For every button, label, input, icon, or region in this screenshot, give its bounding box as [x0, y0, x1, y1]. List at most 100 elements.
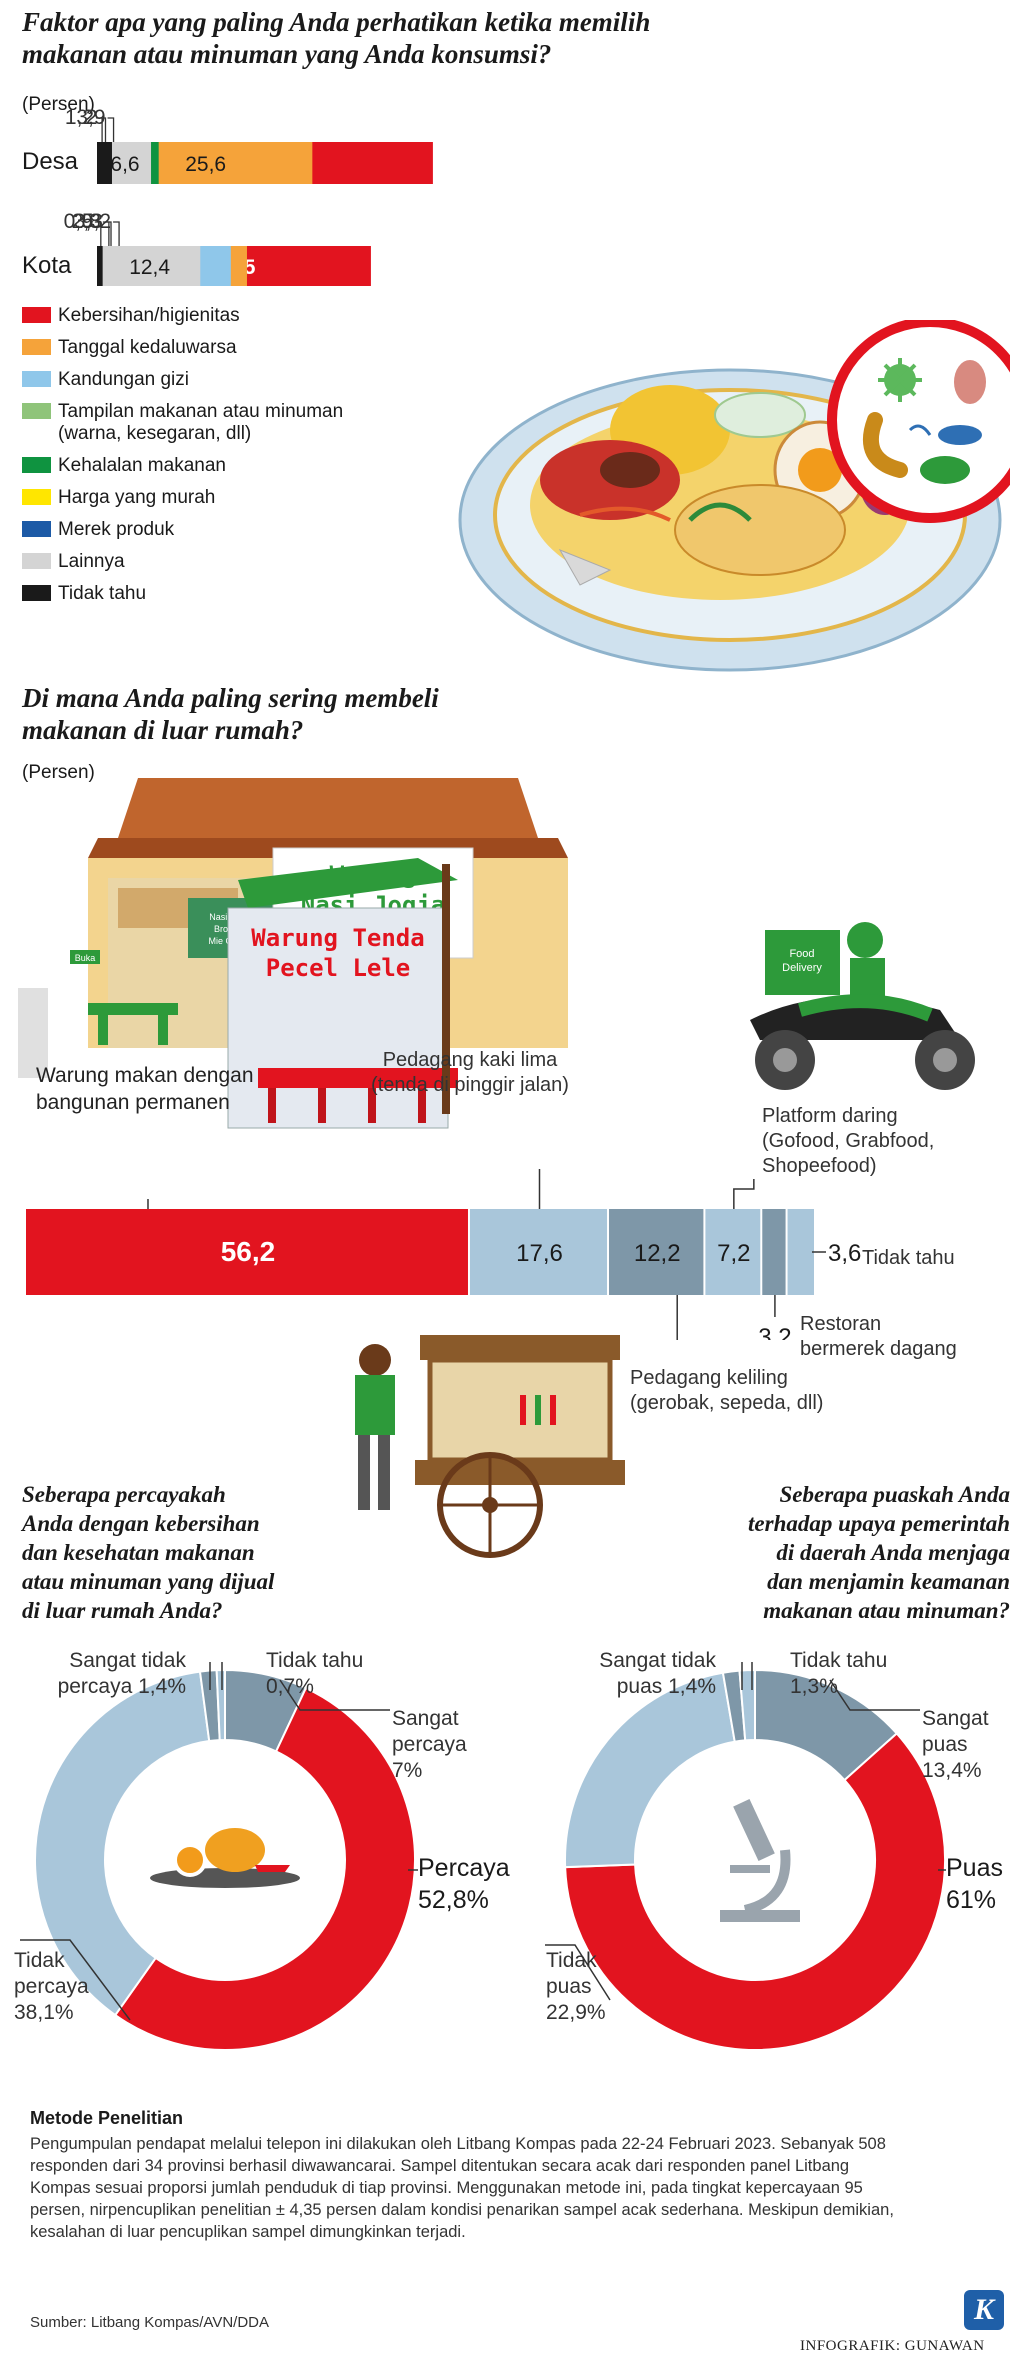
- method-line4: persen, nirpencuplikan penelitian ± 4,35…: [30, 2201, 894, 2219]
- trust-label-main: Percaya 52,8%: [418, 1852, 510, 1916]
- legend-swatch-5: [22, 489, 51, 505]
- place-bar-4: [762, 1209, 786, 1295]
- sat-label-tidak-line1: Tidak: [546, 1949, 597, 1972]
- place-bar-0: [26, 1209, 468, 1295]
- place-bar-label-0: 56,2: [221, 1236, 276, 1267]
- infographic-credit: INFOGRAFIK: GUNAWAN: [800, 2338, 985, 2354]
- place-bar-5: [787, 1209, 814, 1295]
- sat-label-tidak-line2: puas: [546, 1975, 592, 1998]
- trust-title-line5: di luar rumah Anda?: [22, 1598, 223, 1623]
- sat-label-tidak: Tidak puas 22,9%: [546, 1948, 606, 2026]
- method-line5: kesalahan di luar pencuplikan sampel dim…: [30, 2223, 466, 2241]
- sat-label-main-line1: Puas: [946, 1854, 1003, 1882]
- legend-swatch-8: [22, 585, 51, 601]
- legend-label-4: Kehalalan makanan: [58, 455, 226, 476]
- places-title-line1: Di mana Anda paling sering membeli: [22, 683, 439, 713]
- donut-leader-7: [829, 1679, 920, 1711]
- satisfaction-slice-4: [738, 1668, 756, 1742]
- legend-label-8: Tidak tahu: [58, 583, 147, 604]
- annot-restoran-line1: Restoran: [800, 1313, 882, 1335]
- legend-swatch-6: [22, 521, 51, 537]
- satisfaction-title-line3: di daerah Anda menjaga: [776, 1540, 1010, 1565]
- row-label-kota: Kota: [22, 252, 72, 279]
- sat-label-main: Puas 61%: [946, 1852, 1003, 1916]
- delivery-box-line2: Delivery: [782, 962, 822, 974]
- trust-label-sangat-line1: Sangat: [392, 1707, 459, 1730]
- legend-swatch-7: [22, 553, 51, 569]
- legend-label-6: Merek produk: [58, 519, 175, 540]
- annot-keliling: Pedagang keliling (gerobak, sepeda, dll): [630, 1366, 823, 1416]
- satisfaction-title: Seberapa puaskah Anda terhadap upaya pem…: [560, 1480, 1010, 1625]
- bar-kota-7: [97, 246, 201, 286]
- delivery-box-line1: Food: [789, 948, 814, 960]
- annot-daring: Platform daring (Gofood, Grabfood, Shope…: [762, 1104, 934, 1179]
- place-bar-1: [469, 1209, 608, 1295]
- source-text: Sumber: Litbang Kompas/AVN/DDA: [30, 2314, 269, 2331]
- trust-label-sangat-line3: 7%: [392, 1759, 423, 1782]
- tenda-sign-line1: Warung Tenda: [251, 924, 424, 952]
- trust-label-tidak-tahu: Tidak tahu 0,7%: [266, 1648, 363, 1700]
- leader-kota-5: [105, 221, 112, 246]
- trust-label-sangat-tidak: Sangat tidak percaya 1,4%: [56, 1648, 186, 1700]
- factors-title-line1: Faktor apa yang paling Anda perhatikan k…: [22, 7, 651, 37]
- kompas-logo: K: [964, 2290, 1004, 2330]
- satisfaction-slice-1: [564, 1732, 946, 2051]
- place-bar-3: [705, 1209, 761, 1295]
- donut-leader-4: [20, 1939, 131, 2021]
- annot-daring-line1: Platform daring: [762, 1105, 898, 1127]
- trust-title-line2: Anda dengan kebersihan: [22, 1511, 260, 1536]
- leader-desa-8: [99, 117, 107, 142]
- trust-title-line4: atau minuman yang dijual: [22, 1569, 275, 1594]
- trust-title: Seberapa percayakah Anda dengan kebersih…: [22, 1480, 442, 1625]
- annot-kaki-lima-line1: Pedagang kaki lima: [382, 1049, 558, 1071]
- bar-label-desa-8: 2: [86, 106, 98, 129]
- factors-title: Faktor apa yang paling Anda perhatikan k…: [22, 6, 1012, 70]
- annot-restoran: Restoran bermerek dagang: [800, 1312, 957, 1362]
- sat-label-tidak-line3: 22,9%: [546, 2001, 606, 2024]
- trust-label-sangat: Sangat percaya 7%: [392, 1706, 467, 1784]
- place-bar-label-4: 3,2: [758, 1324, 791, 1340]
- legend-swatch-0: [22, 307, 51, 323]
- trust-slice-1: [113, 1686, 416, 2051]
- food-plate-illustration: [458, 320, 1010, 672]
- place-leader-3: [733, 1179, 755, 1209]
- delivery-motorcycle-illustration: Food Delivery: [750, 922, 975, 1090]
- sat-label-sangat-line1: Sangat: [922, 1707, 989, 1730]
- legend-label-3: Tampilan makanan atau minuman(warna, kes…: [58, 401, 344, 444]
- annot-permanen: Warung makan dengan bangunan permanen: [36, 1062, 254, 1116]
- tenda-sign-line2: Pecel Lele: [266, 954, 411, 982]
- trust-slice-4: [215, 1668, 226, 1742]
- places-title-line2: makanan di luar rumah?: [22, 715, 304, 745]
- annot-permanen-line2: bangunan permanen: [36, 1091, 230, 1114]
- sat-label-main-line2: 61%: [946, 1886, 997, 1914]
- legend-swatch-1: [22, 339, 51, 355]
- bar-label-desa-6: 1,2: [65, 106, 94, 129]
- warung-illustration: Nasi Gudeg Brongkos Mie Godhog Buka Waru…: [18, 778, 568, 1129]
- annot-daring-line3: Shopeefood): [762, 1155, 877, 1177]
- trust-label-tidak-tahu-line1: Tidak tahu: [266, 1649, 364, 1672]
- method-line3: Kompas sesuai proporsi jumlah penduduk d…: [30, 2179, 863, 2197]
- method-title: Metode Penelitian: [30, 2108, 184, 2128]
- legend-swatch-4: [22, 457, 51, 473]
- satisfaction-title-line2: terhadap upaya pemerintah: [748, 1511, 1010, 1536]
- method-line1: Pengumpulan pendapat melalui telepon ini…: [30, 2135, 886, 2153]
- bar-desa-8: [97, 142, 112, 184]
- donut-leader-2: [279, 1679, 390, 1711]
- donut-leader-9: [545, 1944, 611, 2001]
- food-plate-icon: [150, 1828, 300, 1888]
- trust-label-sangat-tidak-line2: percaya 1,4%: [57, 1675, 186, 1698]
- trust-title-line1: Seberapa percayakah: [22, 1482, 226, 1507]
- annot-daring-line2: (Gofood, Grabfood,: [762, 1130, 935, 1152]
- trust-title-line3: dan kesehatan makanan: [22, 1540, 255, 1565]
- satisfaction-title-line4: dan menjamin keamanan: [767, 1569, 1010, 1594]
- place-bar-label-3: 7,2: [717, 1240, 750, 1267]
- legend-label-7: Lainnya: [58, 551, 125, 572]
- microscope-icon: [720, 1799, 800, 1922]
- place-bar-2: [609, 1209, 704, 1295]
- trust-label-sangat-line2: percaya: [392, 1733, 467, 1756]
- legend-label-5: Harga yang murah: [58, 487, 216, 508]
- trust-label-tidak: Tidak percaya 38,1%: [14, 1948, 89, 2026]
- bar-label-desa-5: 3,9: [76, 106, 105, 129]
- sat-label-tidak-tahu: Tidak tahu 1,3%: [790, 1648, 887, 1700]
